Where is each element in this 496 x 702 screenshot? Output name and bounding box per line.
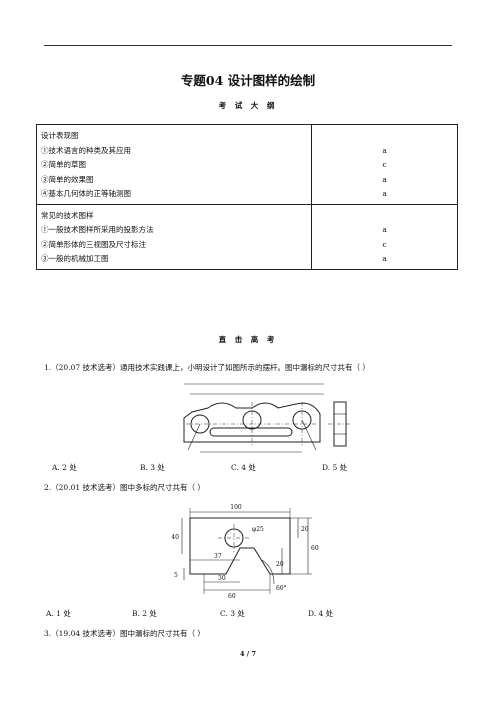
list-item: ③简单的效果图 <box>41 174 94 184</box>
level-value: a <box>382 225 387 234</box>
option-c[interactable]: C. 4 处 <box>231 463 256 472</box>
dim-37: 37 <box>214 553 222 560</box>
level-value: a <box>382 174 387 184</box>
section-cell: 设计表现图 ①技术语言的种类及其应用 ②简单的草图 ③简单的效果图 ④基本几何体… <box>35 124 313 205</box>
list-item: ①一般技术图样所采用的投影方法 <box>41 225 154 234</box>
syllabus-table: 设计表现图 ①技术语言的种类及其应用 ②简单的草图 ③简单的效果图 ④基本几何体… <box>35 124 458 270</box>
level-value: c <box>382 239 387 249</box>
list-item: ③一般的机械加工图 <box>41 254 109 263</box>
list-item: ④基本几何体的正等轴测图 <box>41 189 131 198</box>
section-header: 设计表现图 <box>41 131 79 140</box>
option-d[interactable]: D. 4 处 <box>308 609 334 618</box>
option-b[interactable]: B. 3 处 <box>140 463 165 472</box>
header-rule <box>44 45 452 46</box>
list-item: ②简单形体的三视图及尺寸标注 <box>41 239 146 249</box>
dim-40: 40 <box>171 534 179 541</box>
option-d[interactable]: D. 5 处 <box>322 463 348 472</box>
option-b[interactable]: B. 2 处 <box>132 609 157 618</box>
dim-phi25: φ25 <box>252 526 264 533</box>
dim-60-h: 60 <box>228 593 236 600</box>
level-cell: a c a <box>311 203 458 270</box>
angle-60: 60° <box>276 585 287 592</box>
dim-20-b: 20 <box>276 561 284 568</box>
question-3-stem: 3.（19.04 技术选考）图中漏标的尺寸共有（ ） <box>44 629 205 638</box>
page-number: 4 / 7 <box>240 650 256 658</box>
plate-drawing: 100 φ25 40 20 60 37 20 5 30 60 60° <box>171 504 319 600</box>
level-value: a <box>382 189 387 198</box>
question-2-stem: 2.（20.01 技术选考）图中多标的尺寸共有（ ） <box>44 483 205 492</box>
dim-60-v: 60 <box>311 545 319 552</box>
swing-arm-drawing <box>183 383 352 453</box>
dim-5: 5 <box>174 572 178 579</box>
question-1-stem: 1.（20.07 技术选考）通用技术实践课上，小明设计了如图所示的摆杆。图中漏标… <box>44 363 370 372</box>
dim-20-a: 20 <box>301 526 309 533</box>
level-value: c <box>382 160 387 169</box>
section-header: 常见的技术图样 <box>41 210 94 220</box>
table-row: 设计表现图 ①技术语言的种类及其应用 ②简单的草图 ③简单的效果图 ④基本几何体… <box>35 124 458 205</box>
dim-30: 30 <box>218 575 226 582</box>
level-value: a <box>382 145 387 155</box>
outline-heading: 考 试 大 纲 <box>218 101 278 110</box>
option-a[interactable]: A. 2 处 <box>52 463 77 472</box>
option-c[interactable]: C. 3 处 <box>220 609 245 618</box>
exam-heading: 直 击 高 考 <box>218 335 278 344</box>
level-cell: a c a a <box>311 124 458 205</box>
dim-100: 100 <box>230 504 242 511</box>
list-item: ①技术语言的种类及其应用 <box>41 145 131 155</box>
list-item: ②简单的草图 <box>41 160 86 169</box>
table-row: 常见的技术图样 ①一般技术图样所采用的投影方法 ②简单形体的三视图及尺寸标注 ③… <box>35 203 458 270</box>
option-a[interactable]: A. 1 处 <box>46 609 71 618</box>
section-cell: 常见的技术图样 ①一般技术图样所采用的投影方法 ②简单形体的三视图及尺寸标注 ③… <box>35 203 313 270</box>
level-value: a <box>382 254 387 263</box>
page-title: 专题04 设计图样的绘制 <box>180 73 316 88</box>
